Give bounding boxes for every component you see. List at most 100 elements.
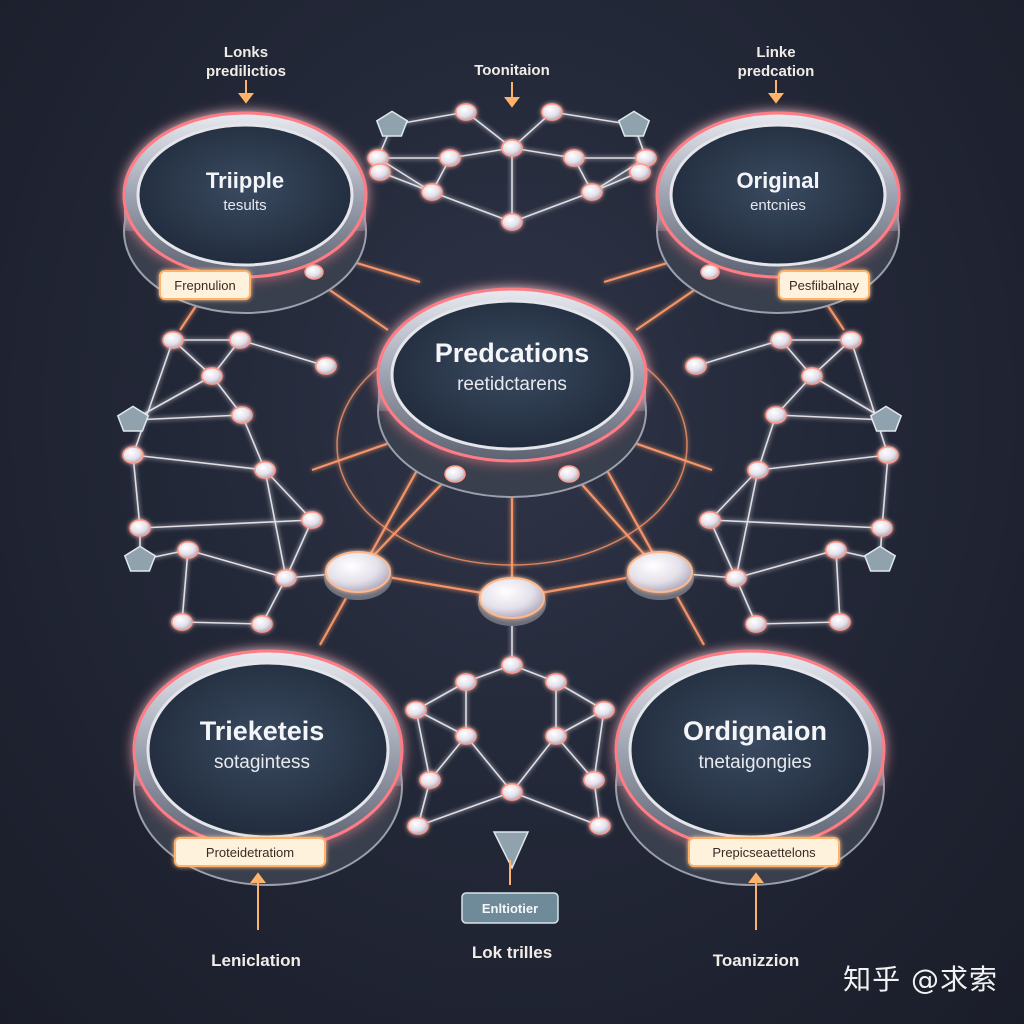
- edge-58: [755, 621, 841, 625]
- edge-71: [555, 735, 595, 781]
- node-l10: [129, 519, 151, 537]
- node-l6: [315, 357, 337, 375]
- node-l3: [201, 367, 223, 385]
- node-b12: [589, 817, 611, 835]
- node-r5: [765, 406, 787, 424]
- node-b11: [407, 817, 429, 835]
- hub-title: Trieketeis: [200, 716, 325, 746]
- annotation-arrows: [238, 80, 784, 930]
- node-b7: [545, 727, 567, 745]
- edge-25: [132, 414, 243, 421]
- hub-title: Triipple: [206, 168, 284, 193]
- pentagon-group: [116, 110, 903, 870]
- node-l12: [177, 541, 199, 559]
- edge-75: [511, 791, 601, 827]
- node-r2: [770, 331, 792, 349]
- node-t8: [563, 149, 585, 167]
- node-r7: [877, 446, 899, 464]
- edge-72: [593, 709, 605, 781]
- hub-subtitle: reetidctarens: [457, 374, 567, 395]
- node-b10: [583, 771, 605, 789]
- edge-55: [735, 549, 837, 579]
- node-b3: [545, 673, 567, 691]
- hub-tag-box: [159, 270, 251, 300]
- annotation-top-center: Toonitaion: [474, 62, 550, 79]
- hub-tag-box: [174, 837, 326, 867]
- node-r15: [745, 615, 767, 633]
- hub-center: Predcations reetidctarens: [376, 287, 648, 498]
- node-l5: [231, 406, 253, 424]
- edge-60: [735, 469, 759, 579]
- edge-22: [132, 375, 213, 421]
- node-l7: [122, 446, 144, 464]
- annotation-top-right-2: predcation: [738, 63, 815, 80]
- node-t11: [421, 183, 443, 201]
- edge-37: [181, 621, 263, 625]
- edge-47: [850, 339, 889, 456]
- bottom-center-box: Enltiotier: [461, 892, 559, 924]
- watermark: 知乎 @求索: [843, 963, 998, 996]
- edge-68: [429, 735, 467, 781]
- big-node-c1: [325, 551, 391, 593]
- edge-45: [695, 339, 782, 367]
- edge-48: [757, 454, 889, 471]
- node-t10: [369, 163, 391, 181]
- hub-tag: Frepnulion: [174, 278, 235, 293]
- edge-50: [709, 469, 759, 521]
- node-r6: [685, 357, 707, 375]
- orange-edge-4: [311, 438, 399, 472]
- node-t7: [501, 139, 523, 157]
- node-t14: [501, 213, 523, 231]
- edge-46: [775, 414, 887, 421]
- edge-56: [709, 519, 737, 579]
- edge-34: [187, 549, 287, 579]
- pentagon-node-r11: [863, 545, 897, 572]
- node-t13: [629, 163, 651, 181]
- node-t6: [439, 149, 461, 167]
- hub-face: [390, 299, 634, 451]
- hub-tag: Proteidetratiom: [206, 845, 294, 860]
- hub-subtitle: sotagintess: [214, 752, 310, 773]
- edge-39: [264, 469, 287, 579]
- node-r1: [840, 331, 862, 349]
- hub-title: Original: [736, 168, 819, 193]
- pentagon-node-t4: [617, 110, 651, 137]
- pentagon-node-l4: [116, 405, 150, 432]
- hub-tag: Prepicseaettelons: [712, 845, 816, 860]
- orange-edge-5: [625, 438, 713, 472]
- edge-29: [264, 469, 313, 521]
- edge-28: [241, 414, 266, 471]
- pentagon-node-r4: [869, 405, 903, 432]
- node-b1: [501, 656, 523, 674]
- big-node-c3: [479, 577, 545, 619]
- hub-port-0: [304, 264, 324, 280]
- hub-subtitle: tesults: [223, 197, 266, 214]
- bottom-center-box-label: Enltiotier: [482, 901, 538, 916]
- node-r14: [829, 613, 851, 631]
- pentagon-node-l11: [123, 545, 157, 572]
- hub-subtitle: entcnies: [750, 197, 806, 214]
- edge-31: [139, 519, 313, 529]
- node-l13: [275, 569, 297, 587]
- annotation-top-right-1: Linke: [756, 44, 795, 61]
- edge-24: [239, 339, 327, 367]
- edge-10: [377, 157, 433, 193]
- node-t12: [581, 183, 603, 201]
- node-r13: [725, 569, 747, 587]
- node-b2: [455, 673, 477, 691]
- edge-14: [431, 191, 513, 223]
- big-node-c2: [627, 551, 693, 593]
- node-b5: [593, 701, 615, 719]
- node-r3: [801, 367, 823, 385]
- node-r8: [747, 461, 769, 479]
- edge-30: [132, 454, 141, 529]
- edge-36: [181, 549, 189, 623]
- pentagon-node-t1: [375, 110, 409, 137]
- node-l1: [162, 331, 184, 349]
- node-r9: [699, 511, 721, 529]
- hub-face: [669, 123, 887, 267]
- hub-title: Predcations: [435, 338, 590, 368]
